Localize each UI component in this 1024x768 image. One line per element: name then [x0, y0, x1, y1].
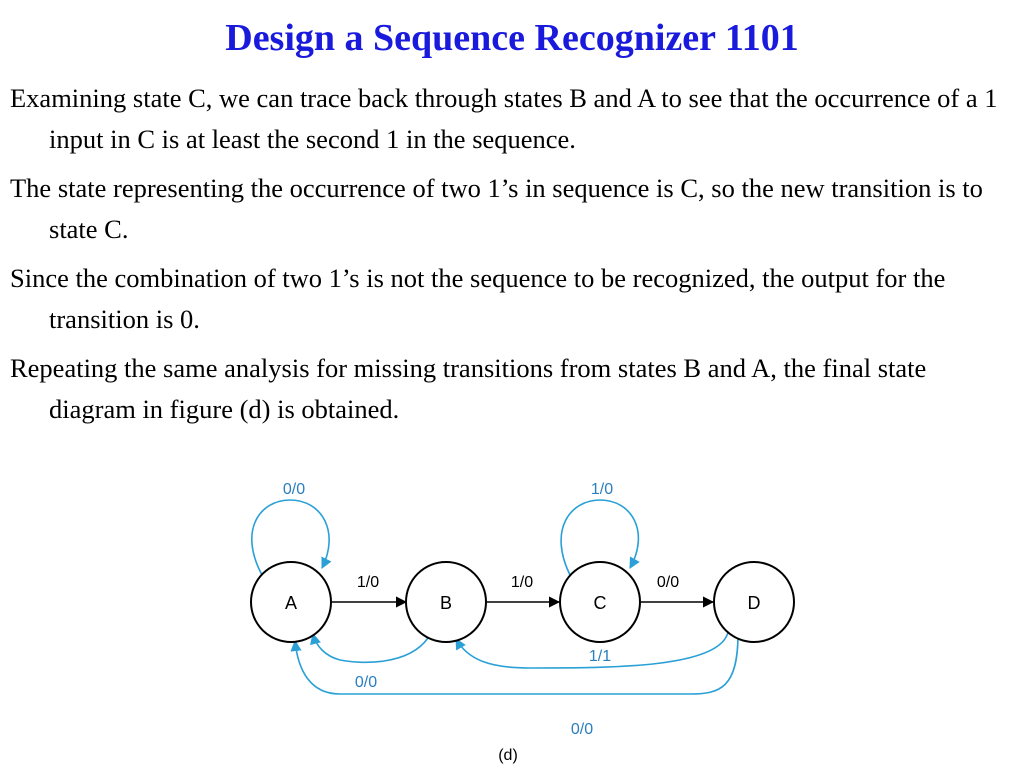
label-a-to-b: 1/0: [357, 574, 379, 591]
state-c-label: C: [594, 593, 607, 613]
state-b-circle: [405, 561, 487, 643]
state-d-label: D: [748, 593, 761, 613]
body-text: Examining state C, we can trace back thr…: [10, 78, 1014, 438]
paragraph-trace-back: Examining state C, we can trace back thr…: [10, 83, 998, 154]
state-a-label: A: [285, 593, 297, 613]
self-loop-a: [251, 499, 332, 576]
figure-caption: (d): [498, 747, 518, 764]
transition-b-to-a: [310, 632, 429, 664]
label-b-to-c: 1/0: [511, 574, 533, 591]
state-d: D: [713, 561, 795, 643]
state-c-circle: [559, 561, 641, 643]
transition-d-to-a: [290, 633, 739, 695]
slide-title: Design a Sequence Recognizer 1101: [225, 17, 799, 59]
transition-d-to-b: [455, 631, 729, 669]
self-loop-c: [560, 499, 640, 576]
label-d-to-a: 0/0: [571, 721, 593, 738]
label-c-self: 1/0: [591, 481, 613, 498]
state-b: B: [405, 561, 487, 643]
state-c: C: [559, 561, 641, 643]
state-b-label: B: [440, 593, 452, 613]
paragraph-final-diagram: Repeating the same analysis for missing …: [10, 353, 927, 424]
state-a-circle: [250, 561, 332, 643]
label-d-to-b: 1/1: [589, 648, 611, 665]
label-b-to-a: 0/0: [355, 674, 377, 691]
paragraph-output-zero: Since the combination of two 1’s is not …: [10, 263, 946, 334]
state-a: A: [250, 561, 332, 643]
paragraph-state-c: The state representing the occurrence of…: [10, 173, 983, 244]
label-c-to-d: 0/0: [657, 574, 679, 591]
state-d-circle: [713, 561, 795, 643]
label-a-self: 0/0: [283, 481, 305, 498]
